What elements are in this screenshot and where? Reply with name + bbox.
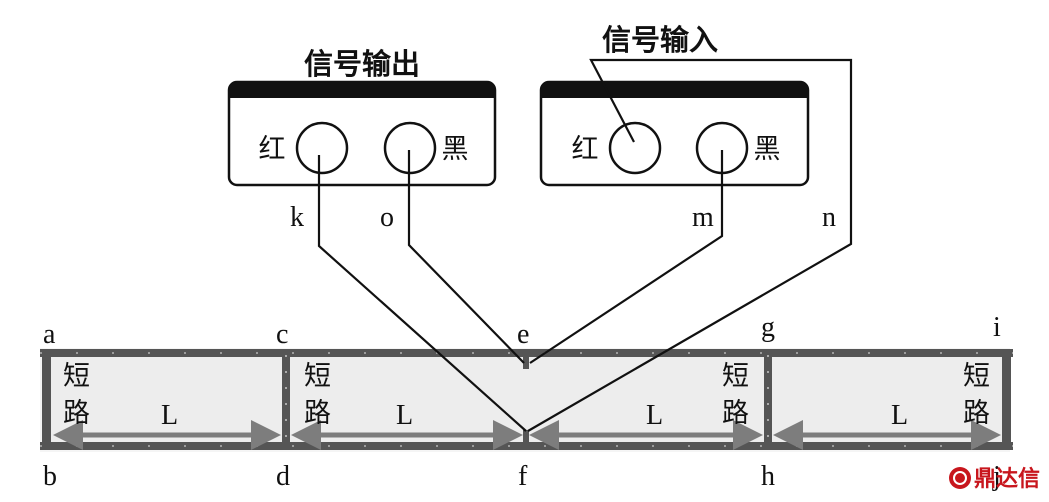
output-red-label: 红 (259, 134, 286, 165)
segment-3-length: L (646, 400, 663, 431)
node-label-e: e (517, 319, 529, 350)
node-label-j: j (992, 461, 1001, 492)
segment-1: 短 路 L (63, 361, 178, 431)
wire-m[interactable] (529, 150, 724, 364)
wires (317, 58, 853, 432)
signal-input-device: 信号输入 红 黑 (539, 23, 810, 187)
wire-k[interactable] (317, 155, 527, 432)
signal-output-device: 信号输出 红 黑 (227, 47, 497, 187)
segment-4-length: L (891, 400, 908, 431)
segment-2-length: L (396, 400, 413, 431)
short-bars (42, 349, 1011, 450)
node-f-stub (523, 430, 529, 444)
input-red-terminal[interactable] (608, 121, 662, 175)
watermark-logo-inner (953, 471, 967, 485)
segment-3-short-bottom: 路 (722, 398, 749, 429)
segment-4: 短 路 L (891, 361, 990, 431)
output-black-label: 黑 (442, 134, 469, 165)
segment-1-short-bottom: 路 (63, 398, 90, 429)
segment-2-short-bottom: 路 (304, 398, 331, 429)
input-red-label: 红 (572, 134, 599, 165)
segment-1-short-top: 短 (63, 361, 90, 392)
watermark-text: 鼎达信 (974, 466, 1040, 492)
node-label-g: g (761, 312, 775, 343)
top-rail (40, 349, 1013, 357)
segment-3-short-top: 短 (722, 361, 749, 392)
node-labels: a b c d e f g h i j (43, 312, 1001, 492)
segment-3: 短 路 L (646, 361, 749, 431)
node-label-d: d (276, 461, 290, 492)
segment-2: 短 路 L (304, 361, 413, 431)
wire-label-o: o (380, 202, 394, 233)
wire-label-m: m (692, 202, 714, 233)
wire-o[interactable] (407, 150, 525, 364)
short-bar-gh (764, 349, 772, 450)
segment-2-short-top: 短 (304, 361, 331, 392)
input-black-label: 黑 (754, 134, 781, 165)
node-label-f: f (518, 461, 528, 492)
input-device-top-bar (541, 82, 808, 98)
node-label-h: h (761, 461, 775, 492)
output-device-title: 信号输出 (304, 47, 420, 81)
node-label-a: a (43, 319, 56, 350)
input-device-title: 信号输入 (602, 23, 718, 57)
watermark-logo-icon (949, 467, 971, 489)
short-bar-ij (1002, 349, 1011, 450)
segment-1-length: L (161, 400, 178, 431)
segment-4-short-top: 短 (963, 361, 990, 392)
output-red-terminal[interactable] (295, 121, 349, 175)
wire-labels: k o m n (290, 202, 836, 233)
short-bar-cd (282, 349, 290, 450)
node-e-stub (523, 355, 529, 369)
segment-4-short-bottom: 路 (963, 398, 990, 429)
output-device-top-bar (229, 82, 495, 98)
bottom-rail (40, 442, 1013, 450)
node-label-i: i (993, 312, 1001, 343)
short-bar-ab (42, 349, 51, 450)
node-label-b: b (43, 461, 57, 492)
wire-label-n: n (822, 202, 836, 233)
watermark: 鼎达信 (949, 466, 1040, 492)
wire-n[interactable] (527, 58, 853, 432)
node-label-c: c (276, 319, 288, 350)
wire-label-k: k (290, 202, 304, 233)
